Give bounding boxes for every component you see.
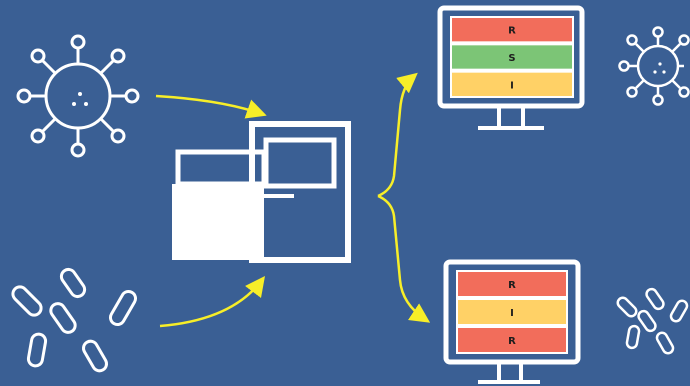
result-bar-label: S — [508, 53, 515, 64]
result-bars-top: R S I — [452, 18, 572, 96]
result-bar — [458, 272, 566, 296]
arrow-analyzer-to-monitor-bottom — [377, 194, 431, 323]
monitor-icon: R I R — [443, 259, 581, 384]
arrow-analyzer-to-monitor-top — [377, 72, 418, 198]
result-bar-label: R — [508, 26, 516, 37]
result-bar-label: R — [508, 280, 516, 291]
result-bar-label: R — [508, 336, 516, 347]
result-bar — [458, 328, 566, 352]
virus-icon — [618, 26, 690, 106]
arrow-virus-to-analyzer — [155, 94, 267, 119]
result-bar — [452, 72, 572, 96]
result-bar-label: I — [510, 308, 514, 319]
result-bar-label: I — [510, 80, 514, 91]
result-bar — [458, 300, 566, 324]
bacteria-icon — [616, 287, 689, 355]
result-bar — [452, 45, 572, 69]
virus-icon — [16, 34, 140, 158]
bacteria-icon — [11, 267, 137, 373]
lab-analyzer-icon — [172, 121, 351, 263]
result-bar — [452, 18, 572, 42]
monitor-icon: R S I — [437, 5, 585, 130]
result-bars-bottom: R I R — [458, 272, 566, 352]
arrow-bacteria-to-analyzer — [159, 276, 266, 328]
